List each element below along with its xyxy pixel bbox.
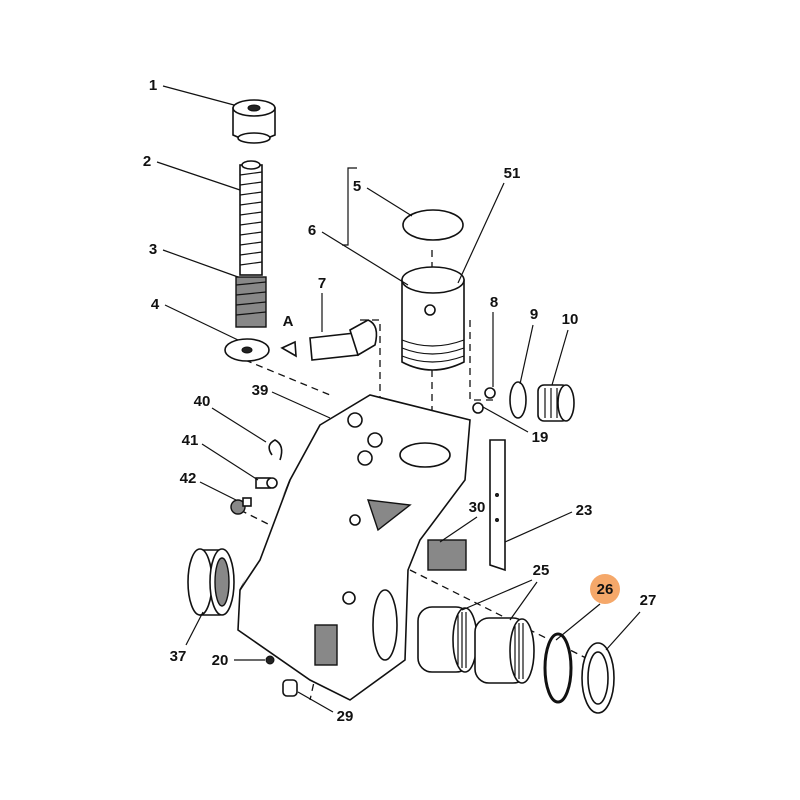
callout-20[interactable]: 20 [212, 652, 229, 669]
callout-30[interactable]: 30 [469, 499, 486, 516]
part-20-grub-screw [265, 655, 275, 665]
part-25-needle-bearings [417, 606, 535, 684]
callout-42[interactable]: 42 [180, 470, 197, 487]
part-3-spring [235, 276, 267, 328]
callout-41[interactable]: 41 [182, 432, 199, 449]
callout-25[interactable]: 25 [533, 562, 550, 579]
part-9-ring [509, 381, 527, 419]
part-5-seal [402, 209, 464, 241]
callout-5[interactable]: 5 [353, 178, 361, 195]
part-39-frame [237, 394, 471, 701]
callout-9[interactable]: 9 [530, 306, 538, 323]
callout-4[interactable]: 4 [151, 296, 160, 313]
part-1-cap [232, 99, 276, 144]
callout-19[interactable]: 19 [532, 429, 549, 446]
callout-10[interactable]: 10 [562, 311, 579, 328]
callout-29[interactable]: 29 [337, 708, 354, 725]
group-bracket [342, 167, 357, 246]
callout-labels: 1 2 3 4 5 6 7 51 8 9 10 39 40 41 42 19 3… [143, 77, 657, 725]
callout-51[interactable]: 51 [504, 165, 521, 182]
part-7-fitting [280, 319, 378, 361]
part-40-clip [268, 439, 283, 461]
part-37-bearing [187, 548, 235, 616]
callout-23[interactable]: 23 [576, 502, 593, 519]
callout-6[interactable]: 6 [308, 222, 316, 239]
part-10-bearing [537, 384, 575, 422]
view-marker-a: A [283, 313, 294, 330]
part-29-bushing [282, 679, 298, 697]
callout-8[interactable]: 8 [490, 294, 498, 311]
callout-3[interactable]: 3 [149, 241, 157, 258]
highlight-marker [590, 574, 620, 604]
callout-7[interactable]: 7 [318, 275, 326, 292]
part-42-screw [230, 497, 252, 515]
part-41-pin [255, 477, 278, 489]
part-6-piston [401, 266, 465, 371]
part-27-washer [581, 642, 615, 714]
part-30-plate [427, 539, 467, 571]
callout-26[interactable]: 26 [597, 581, 614, 598]
callout-2[interactable]: 2 [143, 153, 151, 170]
part-26-ring [543, 632, 573, 704]
leader-lines [156, 85, 641, 713]
callout-40[interactable]: 40 [194, 393, 211, 410]
part-23-bar [489, 439, 506, 572]
callout-37[interactable]: 37 [170, 648, 187, 665]
callout-39[interactable]: 39 [252, 382, 269, 399]
part-8-grease-nipple [472, 387, 496, 414]
part-2-threaded-rod [239, 160, 263, 276]
part-4-washer [224, 338, 270, 362]
callout-27[interactable]: 27 [640, 592, 657, 609]
callout-1[interactable]: 1 [149, 77, 157, 94]
